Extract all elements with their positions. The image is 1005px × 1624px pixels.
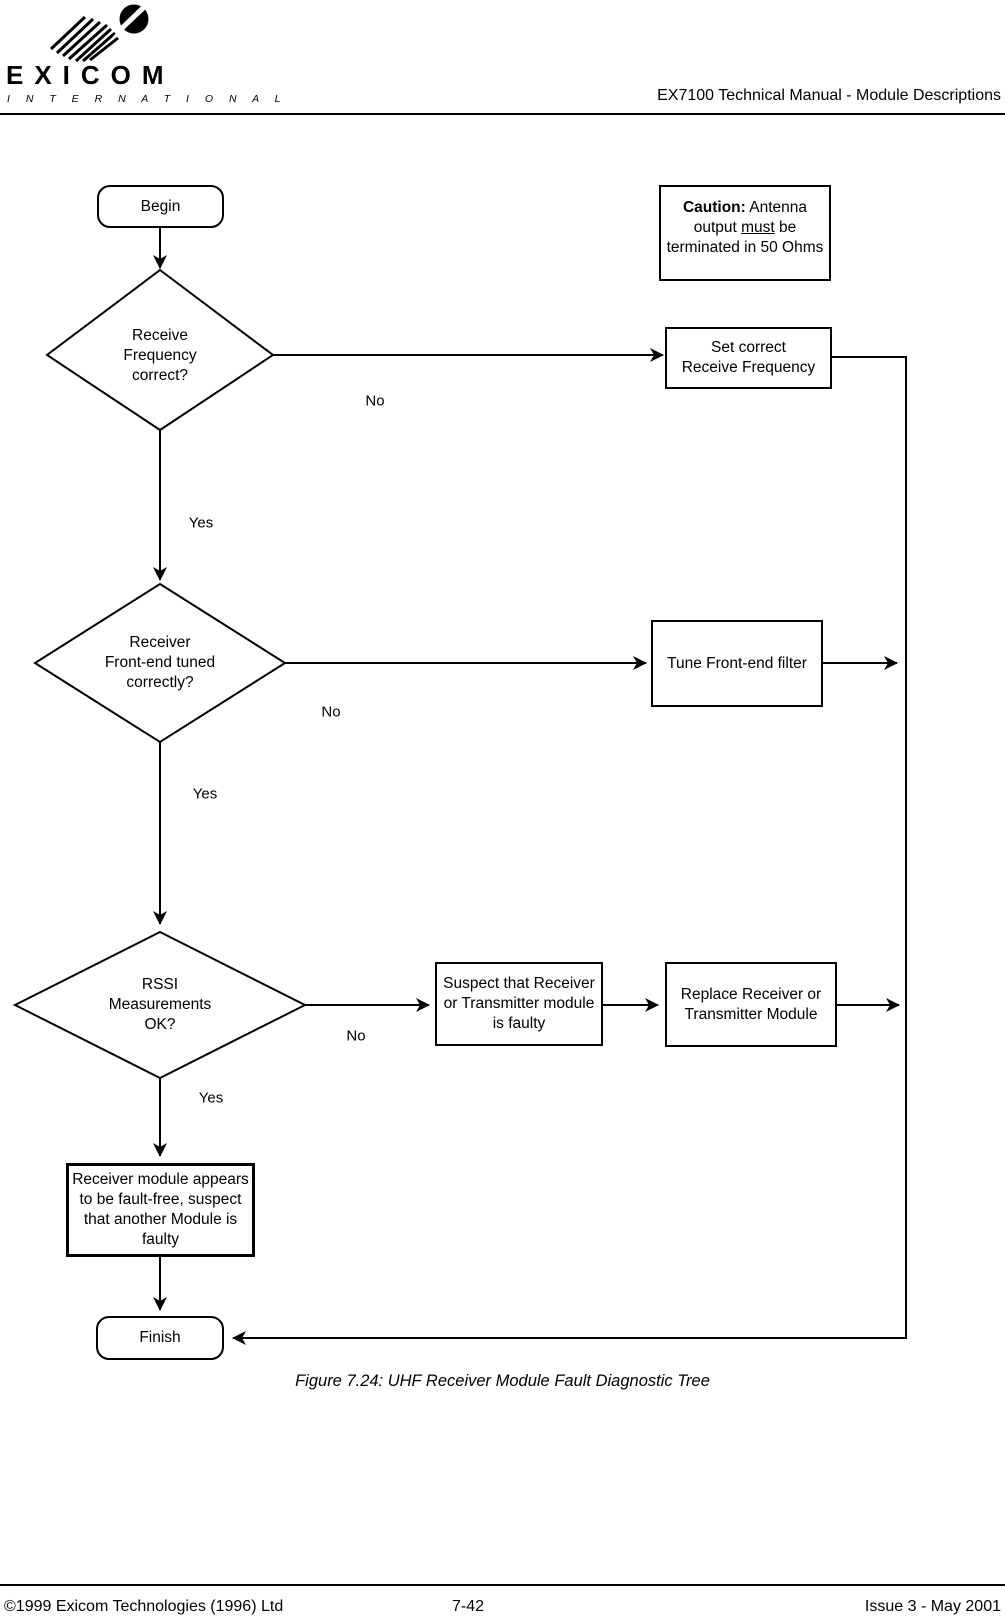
branch-label-no-3: No xyxy=(346,1027,366,1045)
branch-label-yes-2: Yes xyxy=(192,785,218,803)
terminator-finish: Finish xyxy=(96,1316,224,1360)
branch-label-yes-3: Yes xyxy=(198,1089,224,1107)
header-rule xyxy=(0,113,1005,115)
caution-line-1: Caution: Antenna xyxy=(682,199,808,216)
decision-3-text: RSSI Measurements OK? xyxy=(108,976,212,1033)
process-suspect-module: Suspect that Receiver or Transmitter mod… xyxy=(435,962,603,1046)
decision-1-text: Receive Frequency correct? xyxy=(123,327,197,384)
decision-diamond-3 xyxy=(12,930,308,1080)
footer-copyright: ©1999 Exicom Technologies (1996) Ltd xyxy=(4,1598,284,1615)
decision-diamond-2 xyxy=(33,582,287,744)
branch-label-no-2: No xyxy=(321,703,341,721)
footer-issue: Issue 3 - May 2001 xyxy=(864,1598,1001,1615)
branch-label-no-1: No xyxy=(365,392,385,410)
brand-wordmark: EXICOM xyxy=(6,60,175,90)
footer-rule xyxy=(0,1584,1005,1586)
footer-page-number: 7-42 xyxy=(452,1598,485,1615)
decision-diamond-1 xyxy=(45,268,275,432)
process-tune-front-end: Tune Front-end filter xyxy=(651,620,823,707)
terminator-begin: Begin xyxy=(97,185,224,228)
process-replace-module: Replace Receiver or Transmitter Module xyxy=(665,962,837,1047)
comet-logo-icon xyxy=(49,2,149,62)
document-title: EX7100 Technical Manual - Module Descrip… xyxy=(657,87,1001,104)
process-fault-free: Receiver module appears to be fault-free… xyxy=(66,1163,255,1257)
brand-subtitle: I N T E R N A T I O N A L xyxy=(7,93,287,105)
caution-line-3: terminated in 50 Ohms xyxy=(666,239,824,256)
connector-right-rail-to-finish xyxy=(232,356,907,1345)
process-set-receive-frequency: Set correct Receive Frequency xyxy=(665,327,832,389)
figure-caption: Figure 7.24: UHF Receiver Module Fault D… xyxy=(295,1372,710,1390)
caution-line-2: output must be xyxy=(693,219,797,236)
branch-label-yes-1: Yes xyxy=(188,514,214,532)
caution-note: Caution: Antenna output must be terminat… xyxy=(659,185,831,281)
decision-2-text: Receiver Front-end tuned correctly? xyxy=(104,634,216,691)
